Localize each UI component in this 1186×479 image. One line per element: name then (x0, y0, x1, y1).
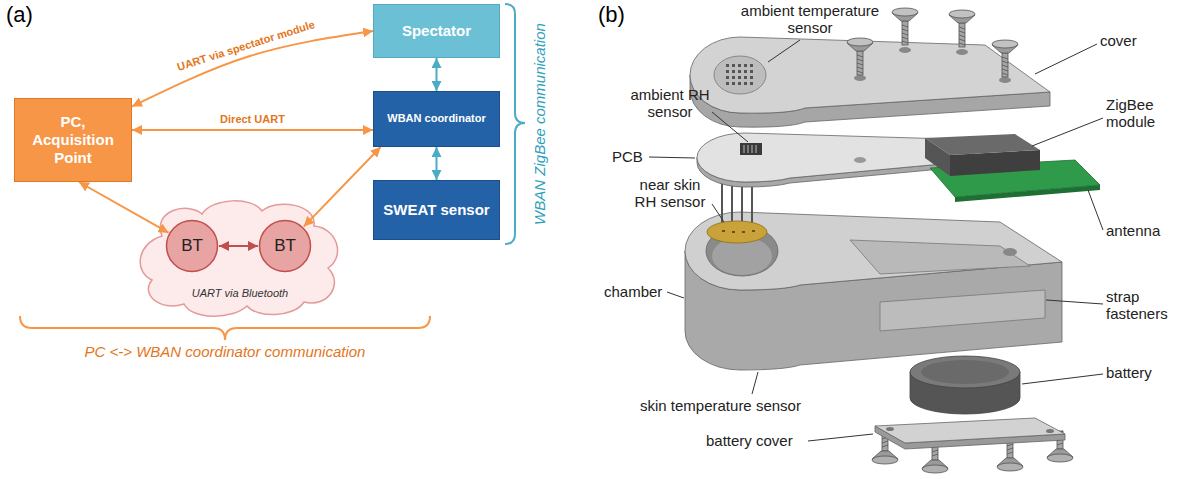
rh-sensor-chip (744, 145, 756, 153)
sensor-grille (714, 56, 766, 94)
node-text: UART via Bluetooth (192, 287, 288, 300)
strap-slot (880, 290, 1045, 331)
part-label: PCB (612, 148, 643, 165)
part-label: ZigBee module (1106, 96, 1180, 131)
connector (132, 129, 373, 131)
edge-label: UART via spectator module (173, 18, 318, 75)
chamber-top (685, 212, 1062, 290)
screw-hole (1046, 429, 1054, 433)
node-text: WBAN coordinator (387, 112, 485, 125)
part-label: ambient temperature sensor (735, 2, 885, 37)
node-text: PC, Acquisition Point (19, 113, 127, 167)
screw (847, 38, 873, 75)
screw-hole (999, 77, 1011, 83)
screw-hole (956, 49, 968, 55)
screw (892, 8, 918, 45)
bluetooth-node: BT (258, 219, 312, 273)
rh-sensor-chip (740, 143, 762, 155)
screw (949, 10, 975, 47)
node-text: BT (274, 236, 296, 256)
sensor-disk (707, 221, 767, 243)
panel-letter: (a) (6, 2, 33, 27)
bracket-label: WBAN ZigBee communication (531, 23, 548, 225)
pcb-hole (854, 157, 866, 163)
connector (219, 245, 258, 247)
battery-top (910, 356, 1020, 388)
screw-hole (899, 47, 911, 53)
connector (304, 147, 381, 227)
screw-hole (886, 427, 894, 431)
bracket (20, 316, 430, 340)
battery-top (921, 360, 1009, 384)
cloud-shape (140, 201, 337, 316)
acquisition-box: PC, Acquisition Point (14, 98, 132, 182)
sensor-grille-holes (726, 64, 753, 85)
part-label: battery cover (706, 432, 793, 449)
sensor-box: SWEAT sensor (373, 180, 500, 240)
part-label: antenna (1106, 222, 1160, 239)
part-label: skin temperature sensor (640, 397, 801, 414)
zigbee-module (925, 134, 1040, 155)
circle-shape (167, 221, 218, 272)
screw (992, 40, 1018, 77)
spectator-box: Spectator (373, 4, 500, 58)
strap-recess (850, 240, 1030, 274)
panel-letter: (b) (598, 2, 625, 27)
screw-hole (854, 75, 866, 81)
leader-line (649, 40, 1103, 441)
bluetooth-cloud: UART via Bluetooth BT BT (132, 196, 348, 320)
screw-hole (1003, 248, 1017, 256)
part-label: near skin RH sensor (630, 176, 710, 211)
part-label: chamber (604, 283, 662, 300)
connector (79, 182, 169, 233)
connector (436, 58, 438, 91)
cloud-outline (132, 196, 348, 320)
node-text: Spectator (402, 22, 471, 40)
node-text: SWEAT sensor (383, 201, 489, 219)
edge-label: Direct UART (218, 113, 287, 126)
sensor-disk-holes (722, 230, 755, 233)
bluetooth-node: BT (165, 219, 219, 273)
part-label: strap fasteners (1106, 288, 1180, 323)
connector (436, 147, 438, 180)
part-label: cover (1100, 32, 1137, 49)
part-label: battery (1106, 364, 1152, 381)
circle-shape (260, 221, 311, 272)
part-label: ambient RH sensor (626, 86, 714, 121)
battery-cover-plate (875, 418, 1065, 443)
cover-top (690, 37, 1050, 113)
bracket (505, 4, 525, 244)
screw (997, 440, 1023, 471)
coordinator-box: WBAN coordinator (373, 91, 500, 147)
bracket-label: PC <-> WBAN coordinator communication (75, 343, 375, 360)
node-text: BT (181, 236, 203, 256)
